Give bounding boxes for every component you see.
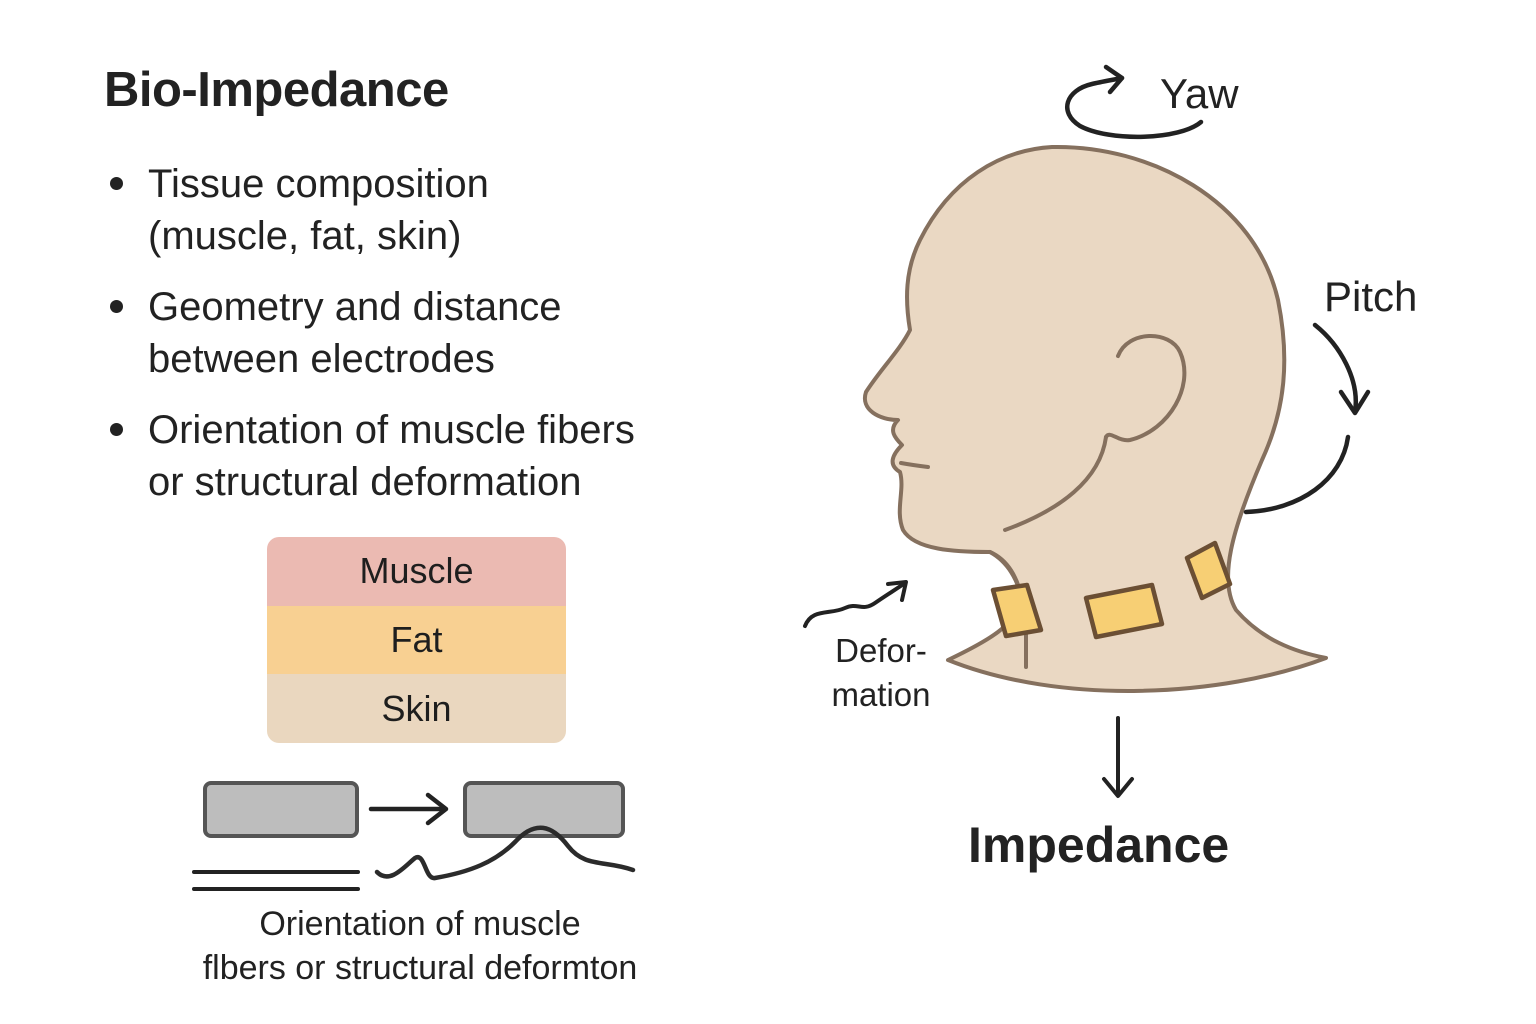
arrow-right-icon [368, 792, 449, 826]
electrode-after-icon [463, 781, 625, 838]
bullet-geometry-distance: Geometry and distance between electrodes [108, 281, 748, 385]
bullet-dot-icon [110, 300, 123, 313]
layer-fat: Fat [267, 605, 566, 675]
yaw-label: Yaw [1160, 70, 1239, 117]
arrow-down-icon [1102, 716, 1134, 798]
deformation-label: Defor- mation [831, 632, 931, 713]
yaw-rotation-arrow-icon [1065, 64, 1204, 140]
electrode-before-icon [203, 781, 359, 838]
tissue-layer-stack: Muscle Fat Skin [267, 537, 566, 743]
layer-skin: Skin [267, 674, 566, 743]
bullet-dot-icon [110, 177, 123, 190]
bullet-orientation-deformation: Orientation of muscle fibers or structur… [108, 404, 748, 508]
deformation-caption: Orientation of muscle flbers or structur… [202, 905, 638, 987]
pitch-label: Pitch [1324, 273, 1418, 320]
parallel-fibers-icon [192, 870, 360, 891]
factor-list: Tissue composition (muscle, fat, skin) G… [108, 158, 748, 527]
neck-electrode-left-icon [990, 582, 1044, 639]
impedance-output-label: Impedance [968, 817, 1230, 873]
deformation-arrow-icon [803, 580, 908, 628]
neck-electrode-center-icon [1083, 582, 1165, 640]
neck-electrode-right-icon [1184, 540, 1233, 601]
layer-muscle: Muscle [267, 537, 566, 606]
pitch-rotation-arrow-icon [1243, 322, 1371, 515]
bullet-tissue-composition: Tissue composition (muscle, fat, skin) [108, 158, 748, 262]
diagram-title: Bio-Impedance [104, 63, 449, 117]
bullet-dot-icon [110, 423, 123, 436]
deformed-fiber-icon [374, 825, 636, 881]
